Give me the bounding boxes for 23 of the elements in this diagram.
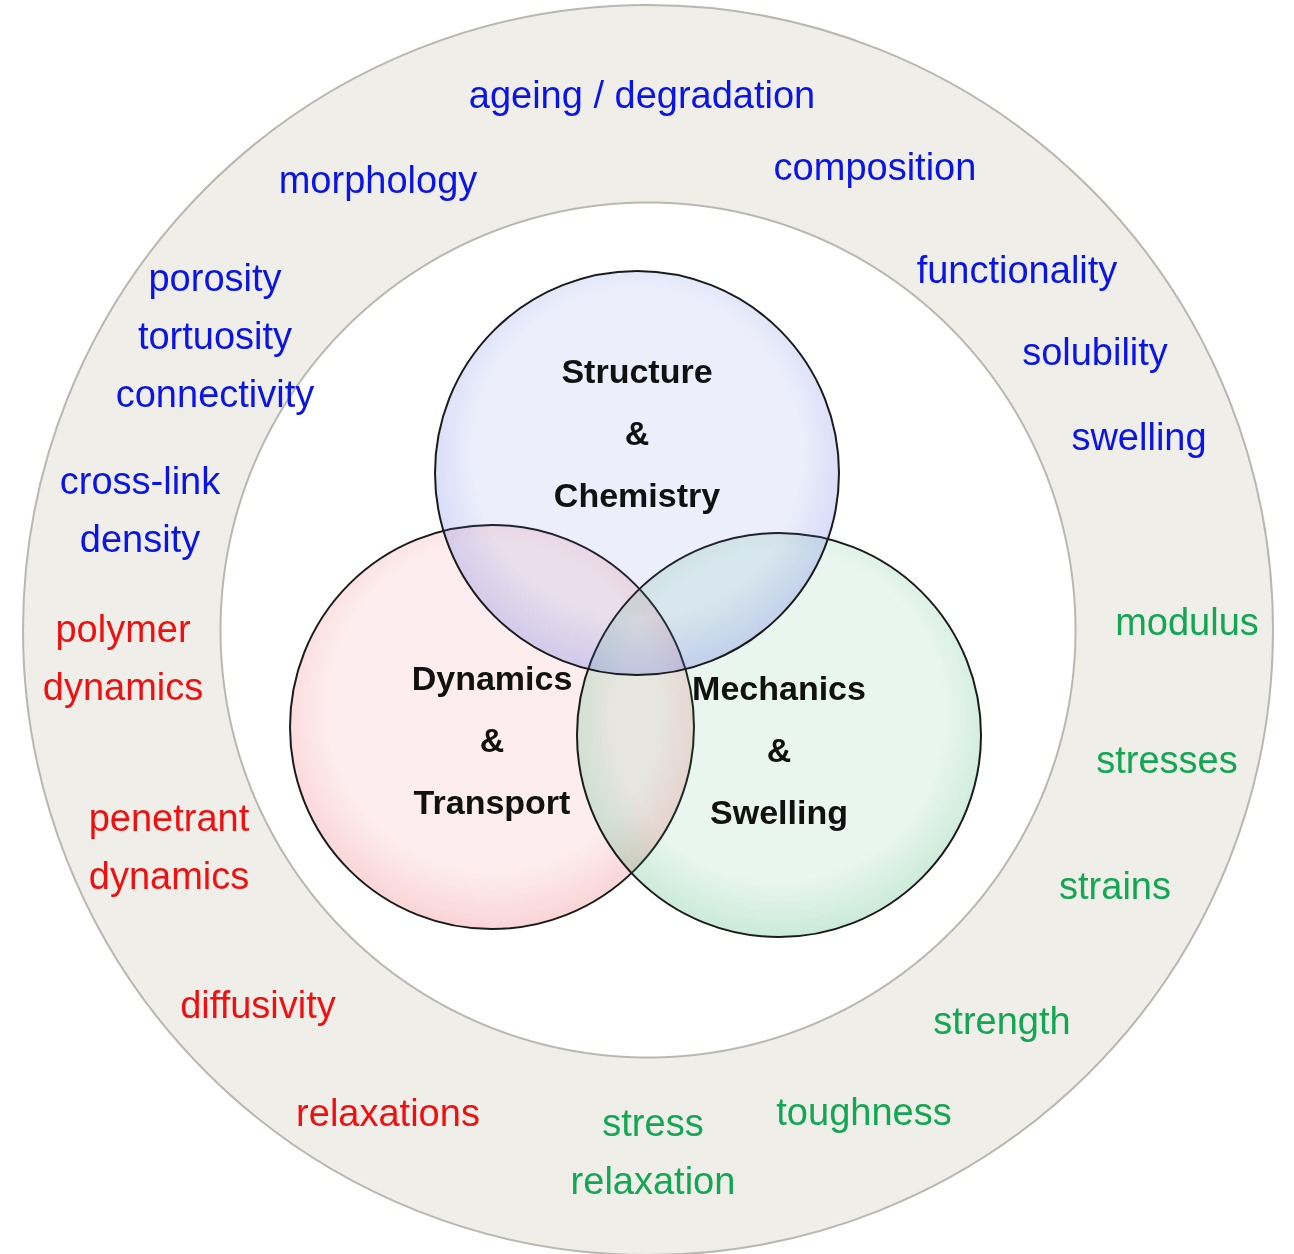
category-title: Structure & Chemistry (552, 351, 722, 516)
category-title: Dynamics & Transport (410, 658, 574, 823)
property-label: composition (773, 145, 977, 190)
property-label: strains (1059, 864, 1171, 909)
property-label: swelling (1071, 415, 1207, 460)
property-label: toughness (776, 1090, 952, 1135)
property-label: modulus (1115, 600, 1259, 645)
category-title: Mechanics & Swelling (691, 668, 867, 833)
property-label: porosity (148, 256, 282, 301)
property-label: solubility (1022, 330, 1168, 375)
property-label: polymer dynamics (41, 607, 205, 710)
property-label: functionality (916, 248, 1118, 293)
property-label: morphology (278, 158, 478, 203)
property-label: ageing / degradation (468, 73, 816, 118)
property-label: stress relaxation (569, 1101, 737, 1204)
property-label: diffusivity (180, 983, 336, 1028)
property-label: penetrant dynamics (87, 796, 251, 899)
property-label: tortuosity (137, 314, 293, 359)
property-label: strength (933, 999, 1071, 1044)
property-label: connectivity (115, 372, 315, 417)
property-label: relaxations (296, 1091, 480, 1136)
property-label: cross-link density (58, 459, 222, 562)
property-label: stresses (1096, 738, 1238, 783)
